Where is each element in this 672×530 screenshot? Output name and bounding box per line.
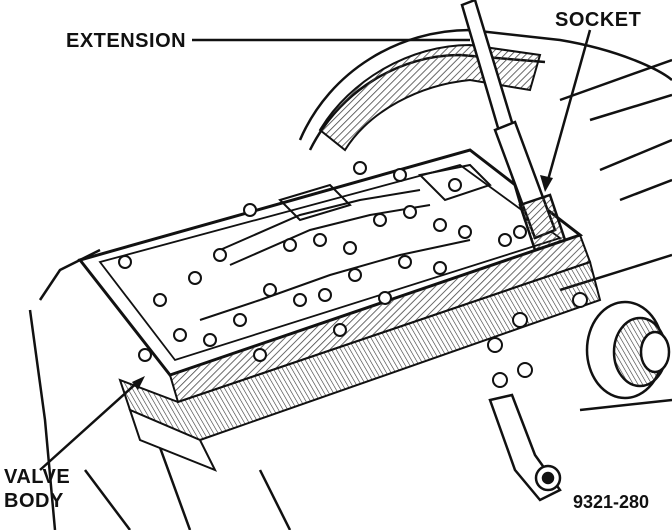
valve-body-label-line1: VALVE xyxy=(4,466,71,488)
manual-lever-linkage xyxy=(488,393,562,502)
socket-tool xyxy=(518,193,567,252)
socket-leader xyxy=(546,29,592,181)
socket-arrowhead xyxy=(540,175,553,192)
valve-body-bolts xyxy=(118,161,588,388)
valve-body-arrowhead xyxy=(132,376,145,390)
valve-body-label-line2: BODY xyxy=(4,490,64,512)
valve-body-leader xyxy=(39,379,141,471)
figure-number: 9321-280 xyxy=(573,492,650,512)
output-shaft xyxy=(559,253,672,412)
socket-label: SOCKET xyxy=(555,9,642,31)
valve-body-channels xyxy=(199,163,492,321)
extension-label: EXTENSION xyxy=(66,30,187,52)
leader-lines xyxy=(39,29,592,471)
